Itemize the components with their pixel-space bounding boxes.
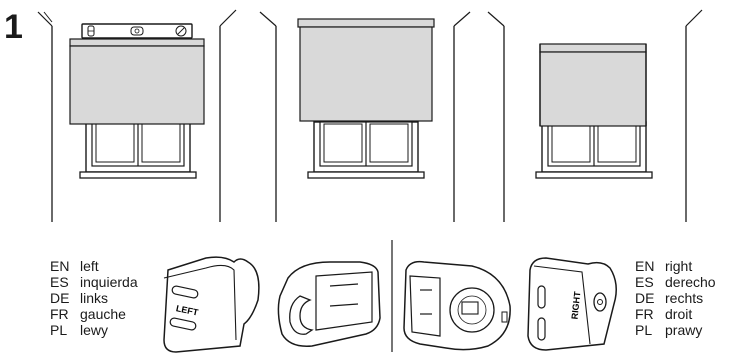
bubble-vial-icon	[130, 26, 144, 36]
lang-code: ES	[635, 274, 654, 290]
lang-code: FR	[635, 306, 654, 322]
panel-3	[487, 9, 703, 222]
lang-code: ES	[50, 274, 69, 290]
left-bracket-label: LEFT	[175, 303, 200, 318]
lang-word: gauche	[80, 306, 126, 322]
bubble-vial-icon	[175, 25, 187, 37]
lang-code: PL	[50, 322, 68, 338]
right-language-list: EN right ES derecho DE rechts FR droit PL pra…	[635, 258, 716, 338]
lang-word: inquierda	[80, 274, 138, 290]
panel-1	[37, 9, 237, 222]
lang-word: droit	[665, 306, 693, 322]
lang-row: DE links	[50, 290, 138, 306]
lang-row: FR gauche	[50, 306, 138, 322]
lang-row: EN left	[50, 258, 138, 274]
lang-word: right	[665, 258, 693, 274]
lang-row: EN right	[635, 258, 716, 274]
lang-code: DE	[635, 290, 655, 306]
lang-word: rechts	[665, 290, 704, 306]
lang-row: PL prawy	[635, 322, 716, 338]
bubble-vial-icon	[87, 25, 95, 37]
panel-2	[259, 11, 471, 222]
lang-row: PL lewy	[50, 322, 138, 338]
lang-row: FR droit	[635, 306, 716, 322]
step-number: 1	[4, 8, 23, 46]
lang-code: EN	[50, 258, 70, 274]
lang-word: lewy	[80, 322, 109, 338]
lang-word: derecho	[665, 274, 716, 290]
lang-code: EN	[635, 258, 655, 274]
left-bracket-side	[277, 261, 381, 347]
left-bracket-front: LEFT	[163, 256, 260, 353]
spirit-level	[81, 23, 193, 39]
lang-word: left	[80, 258, 99, 274]
right-bracket-side	[403, 260, 511, 351]
lang-code: DE	[50, 290, 70, 306]
lang-row: ES inquierda	[50, 274, 138, 290]
lang-word: links	[80, 290, 109, 306]
right-bracket-front: RIGHT	[527, 257, 617, 351]
right-bracket-label: RIGHT	[570, 290, 583, 319]
lang-code: FR	[50, 306, 69, 322]
lang-word: prawy	[665, 322, 703, 338]
lang-row: DE rechts	[635, 290, 716, 306]
left-language-list: EN left ES inquierda DE links FR gauche PL le…	[50, 258, 138, 338]
lang-code: PL	[635, 322, 653, 338]
lang-row: ES derecho	[635, 274, 716, 290]
